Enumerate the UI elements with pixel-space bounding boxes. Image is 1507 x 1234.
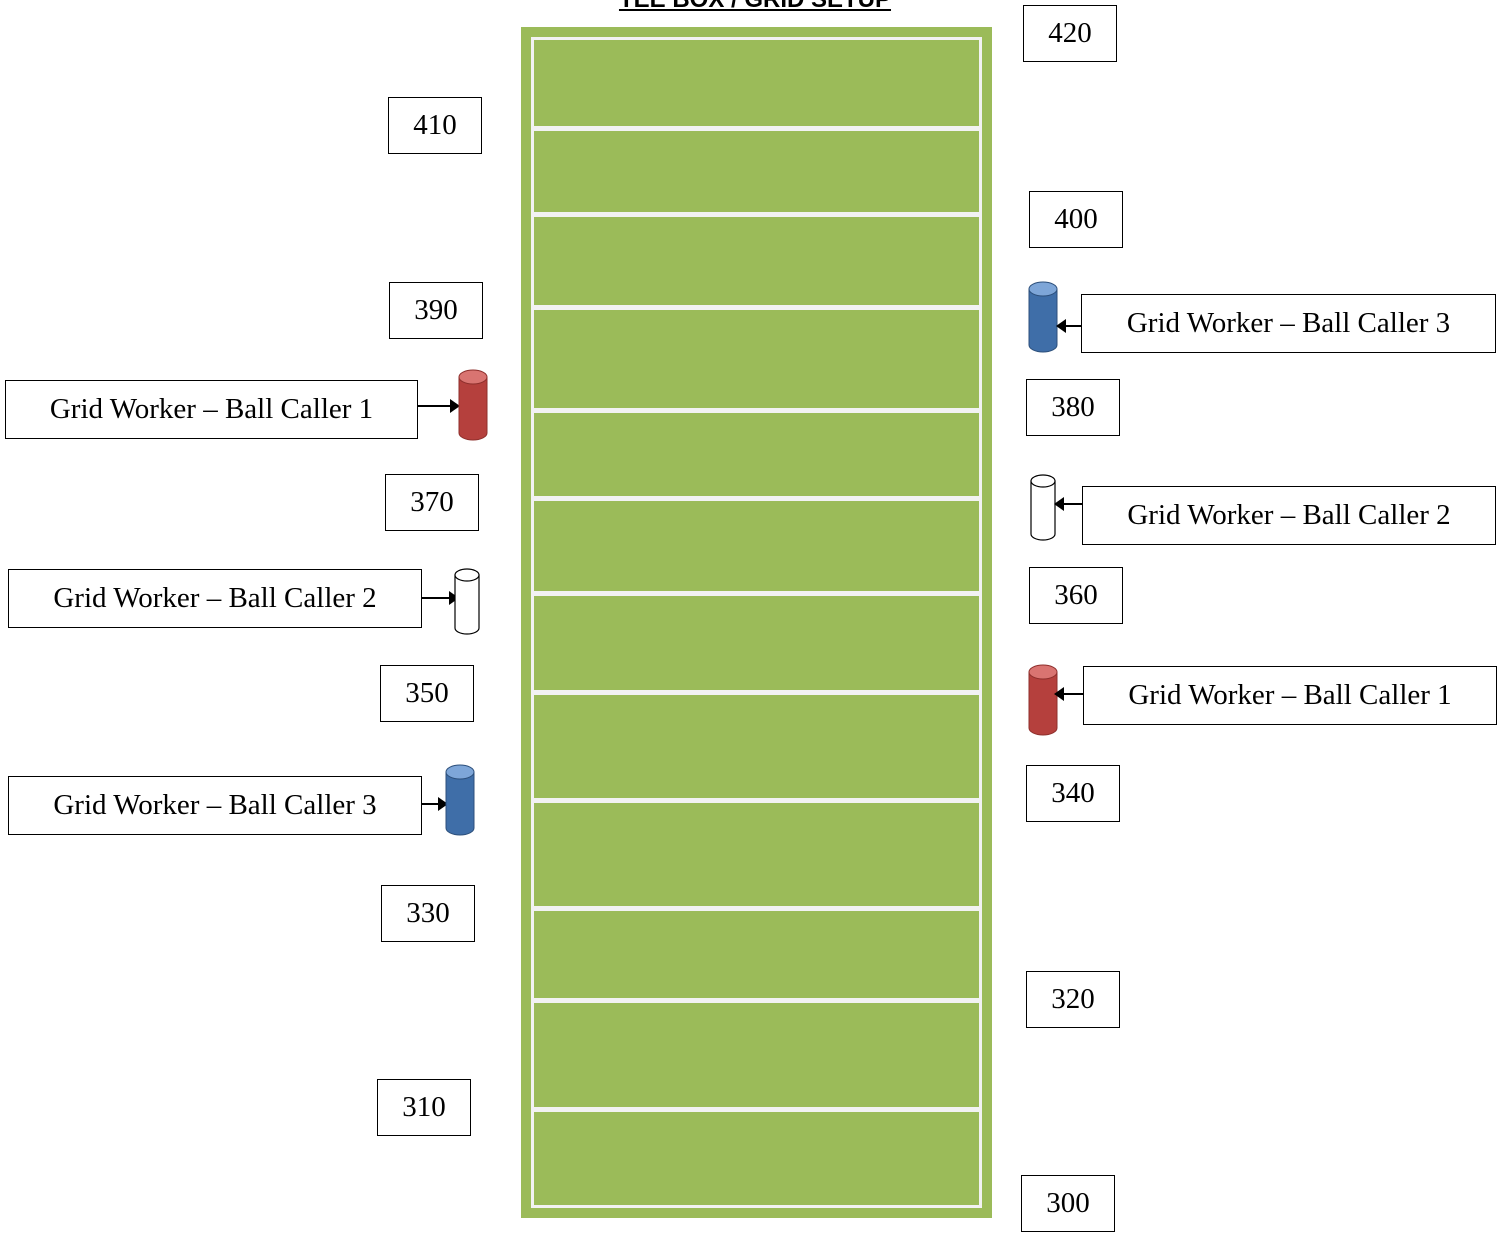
yardage-390: 390 <box>389 282 483 339</box>
grid-line <box>534 906 979 911</box>
worker-label-left-3: Grid Worker – Ball Caller 3 <box>8 776 422 835</box>
white-cone-icon <box>1029 472 1059 544</box>
yardage-300: 300 <box>1021 1175 1115 1232</box>
arrow-right-icon <box>418 399 460 413</box>
worker-label-right-2: Grid Worker – Ball Caller 2 <box>1082 486 1496 545</box>
grid-line <box>534 496 979 501</box>
arrow-right-icon <box>422 591 459 605</box>
yardage-400: 400 <box>1029 191 1123 248</box>
yardage-320: 320 <box>1026 971 1120 1028</box>
yardage-330: 330 <box>381 885 475 942</box>
red-cone-icon <box>1028 664 1058 736</box>
grid-line <box>534 690 979 695</box>
arrow-left-icon <box>1054 687 1083 701</box>
yardage-340: 340 <box>1026 765 1120 822</box>
arrow-right-icon <box>422 797 448 811</box>
grid-line <box>534 305 979 310</box>
worker-label-left-2: Grid Worker – Ball Caller 2 <box>8 569 422 628</box>
yardage-380: 380 <box>1026 379 1120 436</box>
blue-cone-icon <box>1028 281 1058 353</box>
grid-line <box>534 1107 979 1112</box>
grid-line <box>534 212 979 217</box>
arrow-left-icon <box>1054 497 1082 511</box>
yardage-370: 370 <box>385 474 479 531</box>
arrow-left-icon <box>1056 319 1082 333</box>
red-cone-icon <box>458 369 488 441</box>
grid-line <box>534 591 979 596</box>
yardage-310: 310 <box>377 1079 471 1136</box>
yardage-420: 420 <box>1023 5 1117 62</box>
worker-label-right-1: Grid Worker – Ball Caller 1 <box>1083 666 1497 725</box>
grid-boundary <box>531 37 982 1208</box>
yardage-410: 410 <box>388 97 482 154</box>
grid-line <box>534 998 979 1003</box>
yardage-360: 360 <box>1029 567 1123 624</box>
white-cone-icon <box>453 566 483 638</box>
grid-line <box>534 798 979 803</box>
tee-box-grid <box>521 27 992 1218</box>
grid-line <box>534 408 979 413</box>
worker-label-left-1: Grid Worker – Ball Caller 1 <box>5 380 418 439</box>
blue-cone-icon <box>445 764 475 836</box>
grid-line <box>534 126 979 131</box>
diagram-title: TEE BOX / GRID SETUP <box>520 0 990 14</box>
worker-label-right-3: Grid Worker – Ball Caller 3 <box>1081 294 1496 353</box>
yardage-350: 350 <box>380 665 474 722</box>
